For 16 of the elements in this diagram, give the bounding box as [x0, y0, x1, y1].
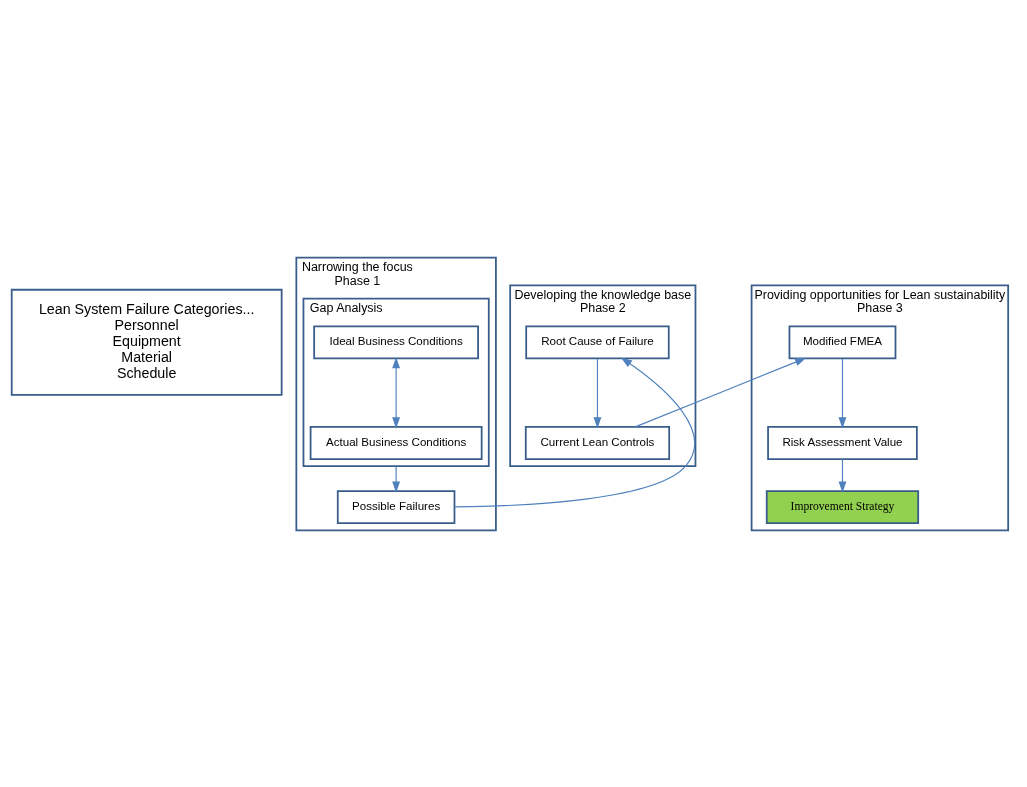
node-box: Root Cause of Failure [525, 324, 670, 359]
arrow [392, 356, 401, 429]
node-box: Lean System Failure Categories... Personnel Equipment Material Schedule [10, 288, 283, 396]
arrow [838, 458, 847, 493]
node-box: Current Lean Controls [524, 425, 671, 460]
arrow [593, 357, 602, 429]
node-box: Improvement Strategy [765, 489, 920, 524]
arrow [392, 465, 401, 493]
node-box: Ideal Business Conditions [313, 324, 479, 359]
arrow [454, 357, 696, 507]
node-box: Modified FMEA [788, 324, 897, 359]
node-box: Possible Failures [336, 489, 456, 524]
arrow [838, 357, 847, 429]
node-box: Risk Assessment Value [767, 425, 918, 460]
arrow [634, 357, 807, 427]
node-box: Actual Business Conditions [309, 425, 483, 460]
